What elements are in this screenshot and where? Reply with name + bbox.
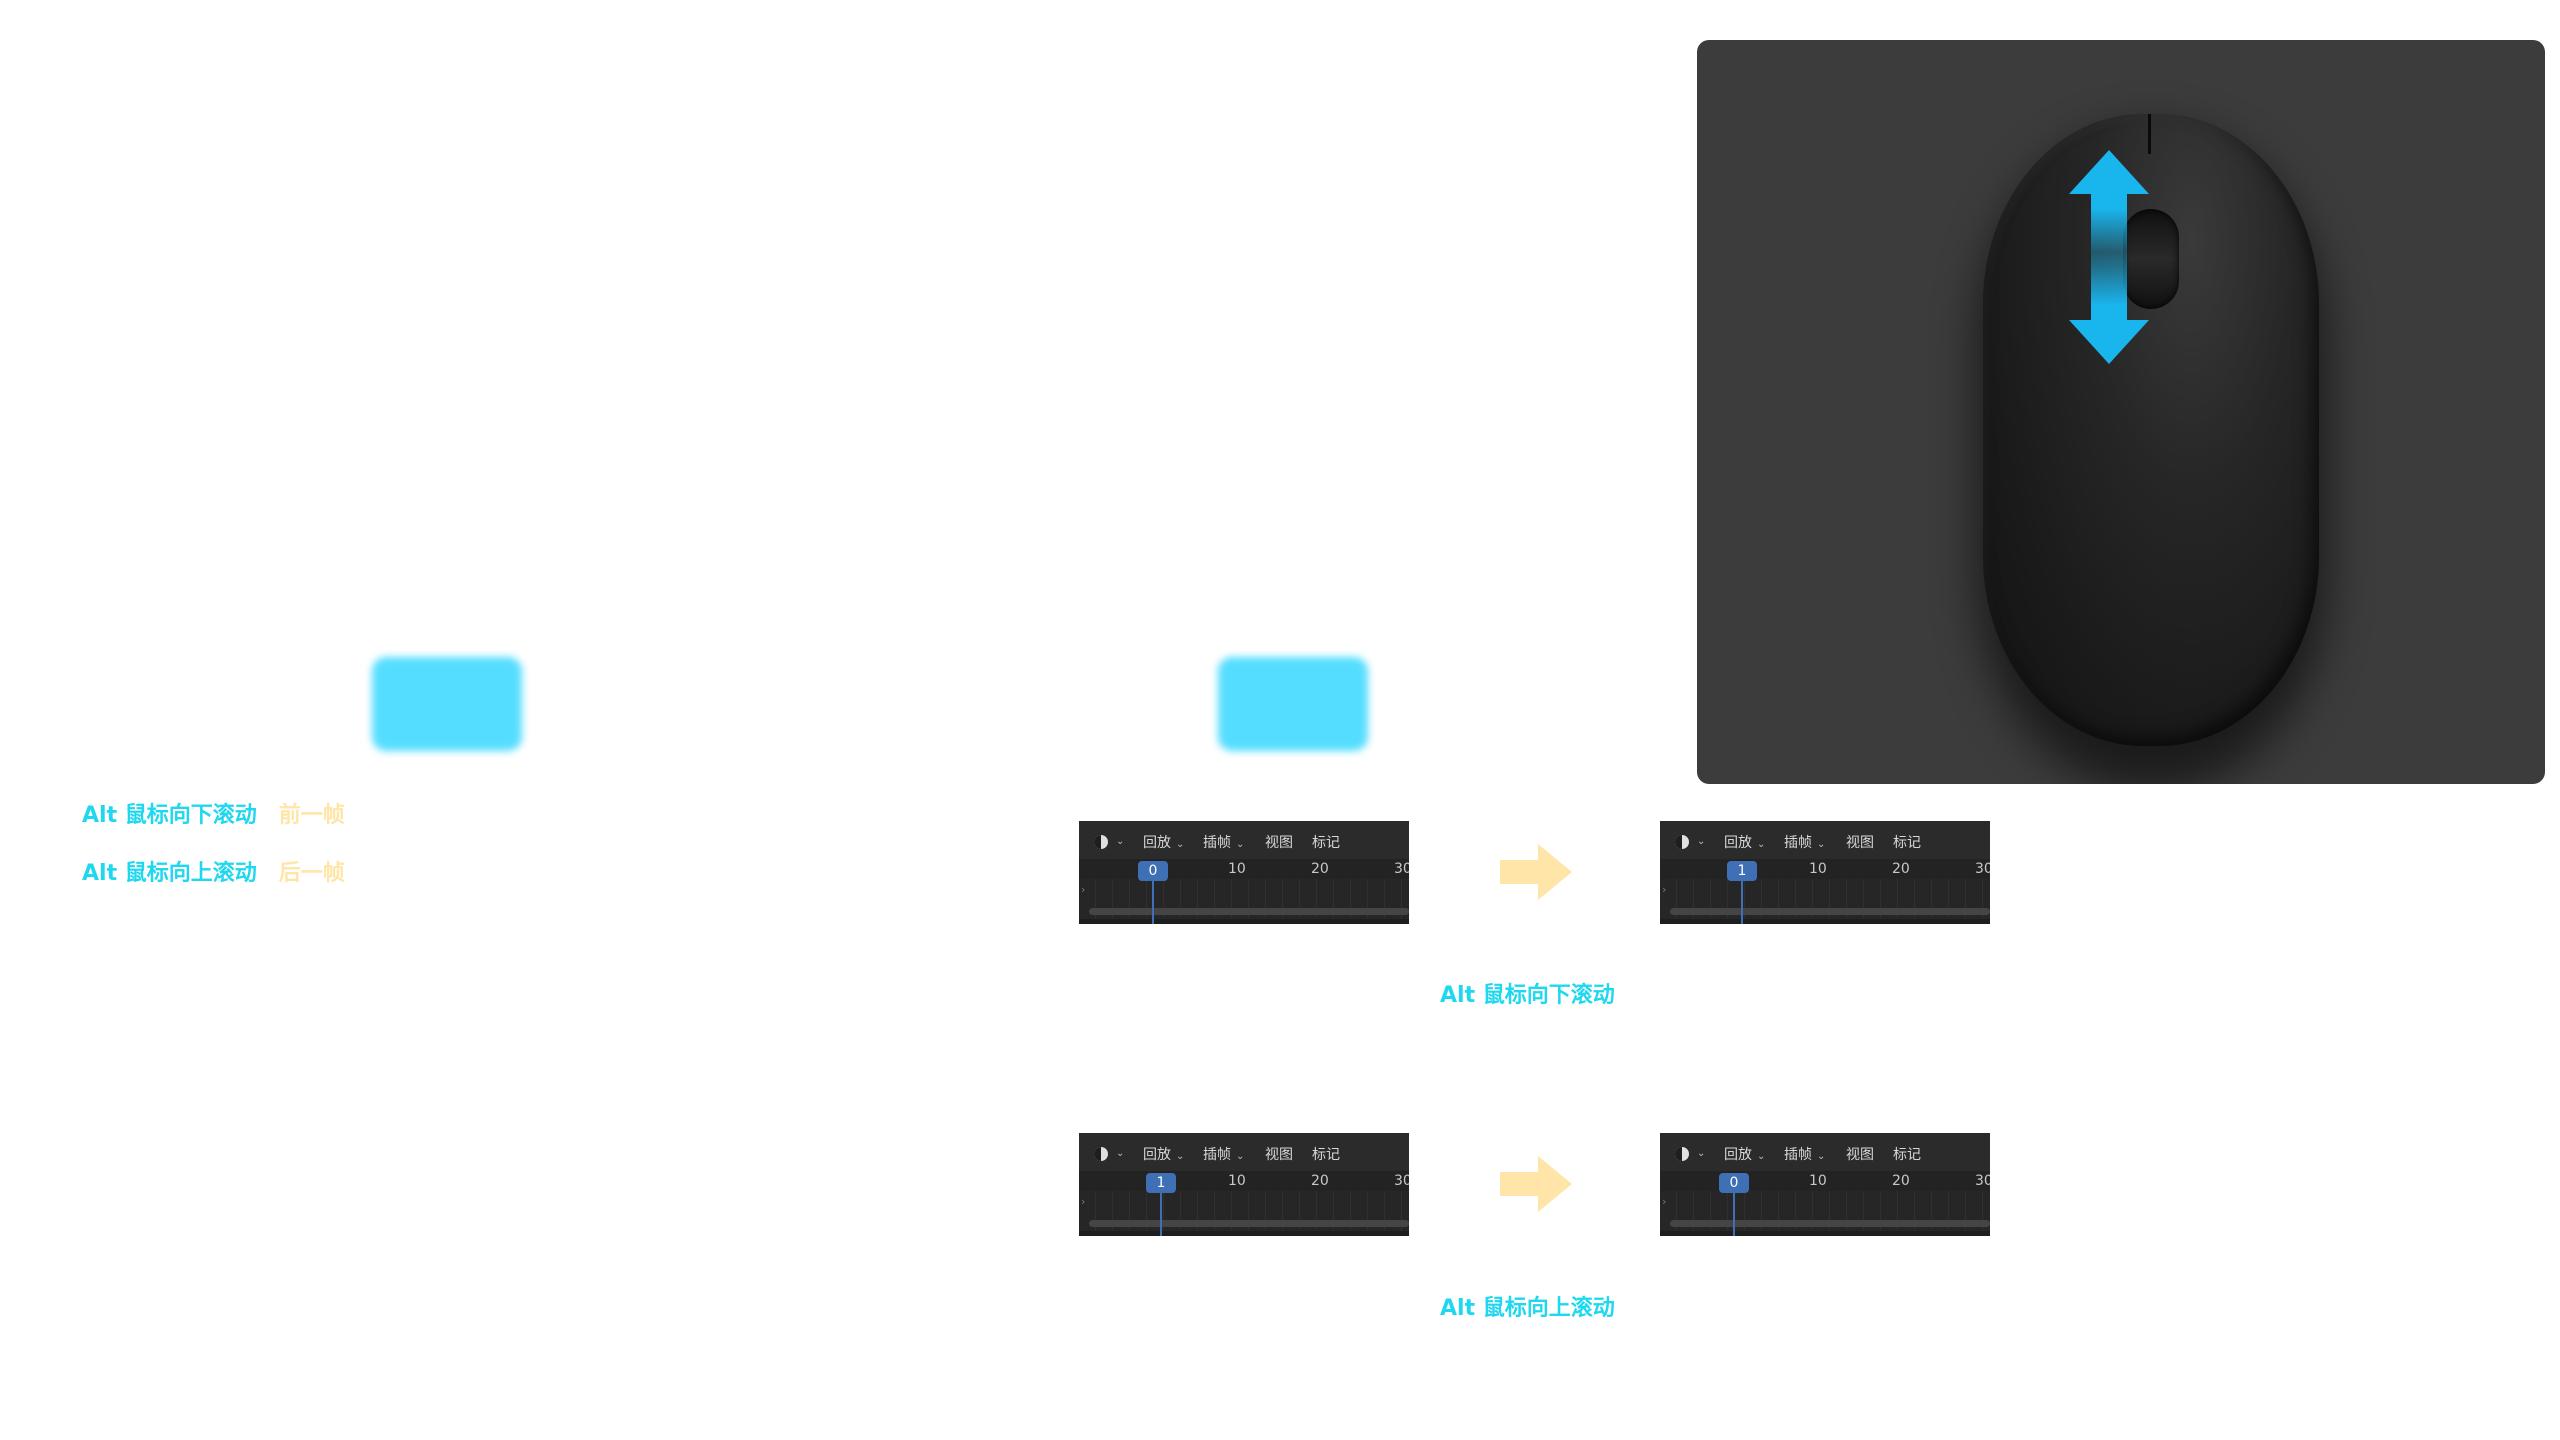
timeline-ex2-before: ⌄ 回放⌄ 插帧⌄ 视图 标记 10 20 30 › 1 [1079,1133,1409,1236]
playhead-line [1741,881,1743,924]
menu-playback[interactable]: 回放⌄ [1724,835,1766,851]
timeline-scrollbar[interactable] [1670,908,1990,915]
arrow-right-icon [1500,844,1572,900]
menu-keying[interactable]: 插帧⌄ [1203,835,1245,851]
menu-playback-label: 回放 [1724,835,1752,851]
clock-icon[interactable] [1674,1146,1690,1162]
expand-chevron-icon[interactable]: › [1662,883,1667,896]
legend-scroll-down-value: 前一帧 [278,803,345,828]
tick-label: 20 [1311,1173,1329,1189]
timeline-track[interactable] [1079,879,1409,919]
current-frame-badge[interactable]: 1 [1146,1173,1176,1193]
playhead-line [1733,1193,1735,1236]
timeline-scrollbar[interactable] [1670,1220,1990,1227]
menu-keying-label: 插帧 [1203,835,1231,851]
menu-keying-label: 插帧 [1784,835,1812,851]
tick-label: 30 [1394,861,1409,877]
mouse-illustration-panel [1697,40,2545,784]
menu-playback[interactable]: 回放⌄ [1724,1147,1766,1163]
timeline-ruler[interactable]: 10 20 30 [1079,859,1409,879]
chevron-down-icon[interactable]: ⌄ [1697,1148,1706,1159]
legend-scroll-up-value: 后一帧 [278,861,345,886]
tick-label: 20 [1892,1173,1910,1189]
timeline-track[interactable] [1660,1191,1990,1231]
chevron-down-icon[interactable]: ⌄ [1116,1148,1125,1159]
expand-chevron-icon[interactable]: › [1081,883,1086,896]
timeline-scrollbar[interactable] [1089,1220,1409,1227]
chevron-down-icon[interactable]: ⌄ [1116,836,1125,847]
timeline-ex2-after: ⌄ 回放⌄ 插帧⌄ 视图 标记 10 20 30 › 0 [1660,1133,1990,1236]
tick-label: 30 [1975,861,1990,877]
menu-playback-label: 回放 [1143,835,1171,851]
menu-marker[interactable]: 标记 [1893,835,1921,851]
legend-scroll-up-key: Alt 鼠标向上滚动 [82,861,257,886]
tick-label: 10 [1228,861,1246,877]
current-frame-badge[interactable]: 0 [1719,1173,1749,1193]
tick-label: 20 [1892,861,1910,877]
menu-view[interactable]: 视图 [1846,1147,1874,1163]
menu-keying[interactable]: 插帧⌄ [1203,1147,1245,1163]
playhead-line [1160,1193,1162,1236]
tick-label: 30 [1394,1173,1409,1189]
timeline-ruler[interactable]: 10 20 30 [1079,1171,1409,1191]
timeline-header: ⌄ 回放⌄ 插帧⌄ 视图 标记 [1079,825,1409,859]
blurred-placeholder-center [1218,657,1368,751]
menu-playback[interactable]: 回放⌄ [1143,835,1185,851]
menu-keying-label: 插帧 [1203,1147,1231,1163]
current-frame-badge[interactable]: 0 [1138,861,1168,881]
playhead-line [1152,881,1154,924]
tick-label: 30 [1975,1173,1990,1189]
timeline-ex1-before: ⌄ 回放⌄ 插帧⌄ 视图 标记 10 20 30 › 0 [1079,821,1409,924]
menu-keying[interactable]: 插帧⌄ [1784,835,1826,851]
caption-scroll-down: Alt 鼠标向下滚动 [1440,983,1615,1008]
timeline-ruler[interactable]: 10 20 30 [1660,1171,1990,1191]
chevron-down-icon[interactable]: ⌄ [1697,836,1706,847]
scroll-updown-icon [2069,150,2149,364]
timeline-header: ⌄ 回放⌄ 插帧⌄ 视图 标记 [1660,825,1990,859]
menu-view[interactable]: 视图 [1265,835,1293,851]
menu-playback-label: 回放 [1143,1147,1171,1163]
scroll-wheel [2123,209,2179,309]
menu-marker[interactable]: 标记 [1893,1147,1921,1163]
caption-scroll-up: Alt 鼠标向上滚动 [1440,1296,1615,1321]
menu-playback-label: 回放 [1724,1147,1752,1163]
mouse-icon [1983,114,2319,746]
menu-playback[interactable]: 回放⌄ [1143,1147,1185,1163]
timeline-header: ⌄ 回放⌄ 插帧⌄ 视图 标记 [1079,1137,1409,1171]
tick-label: 10 [1809,1173,1827,1189]
menu-keying-label: 插帧 [1784,1147,1812,1163]
legend-scroll-up: Alt 鼠标向上滚动后一帧 [82,855,345,887]
expand-chevron-icon[interactable]: › [1081,1195,1086,1208]
tick-label: 10 [1228,1173,1246,1189]
tick-label: 20 [1311,861,1329,877]
tick-label: 10 [1809,861,1827,877]
timeline-track[interactable] [1660,879,1990,919]
mouse-seam [2148,114,2151,154]
menu-view[interactable]: 视图 [1265,1147,1293,1163]
menu-keying[interactable]: 插帧⌄ [1784,1147,1826,1163]
clock-icon[interactable] [1674,834,1690,850]
arrow-right-icon [1500,1156,1572,1212]
timeline-track[interactable] [1079,1191,1409,1231]
legend-scroll-down-key: Alt 鼠标向下滚动 [82,803,257,828]
blurred-placeholder-left [372,657,522,751]
menu-marker[interactable]: 标记 [1312,835,1340,851]
timeline-ex1-after: ⌄ 回放⌄ 插帧⌄ 视图 标记 10 20 30 › 1 [1660,821,1990,924]
current-frame-badge[interactable]: 1 [1727,861,1757,881]
legend-scroll-down: Alt 鼠标向下滚动前一帧 [82,797,345,829]
expand-chevron-icon[interactable]: › [1662,1195,1667,1208]
timeline-header: ⌄ 回放⌄ 插帧⌄ 视图 标记 [1660,1137,1990,1171]
clock-icon[interactable] [1093,1146,1109,1162]
timeline-scrollbar[interactable] [1089,908,1409,915]
timeline-ruler[interactable]: 10 20 30 [1660,859,1990,879]
menu-view[interactable]: 视图 [1846,835,1874,851]
menu-marker[interactable]: 标记 [1312,1147,1340,1163]
clock-icon[interactable] [1093,834,1109,850]
